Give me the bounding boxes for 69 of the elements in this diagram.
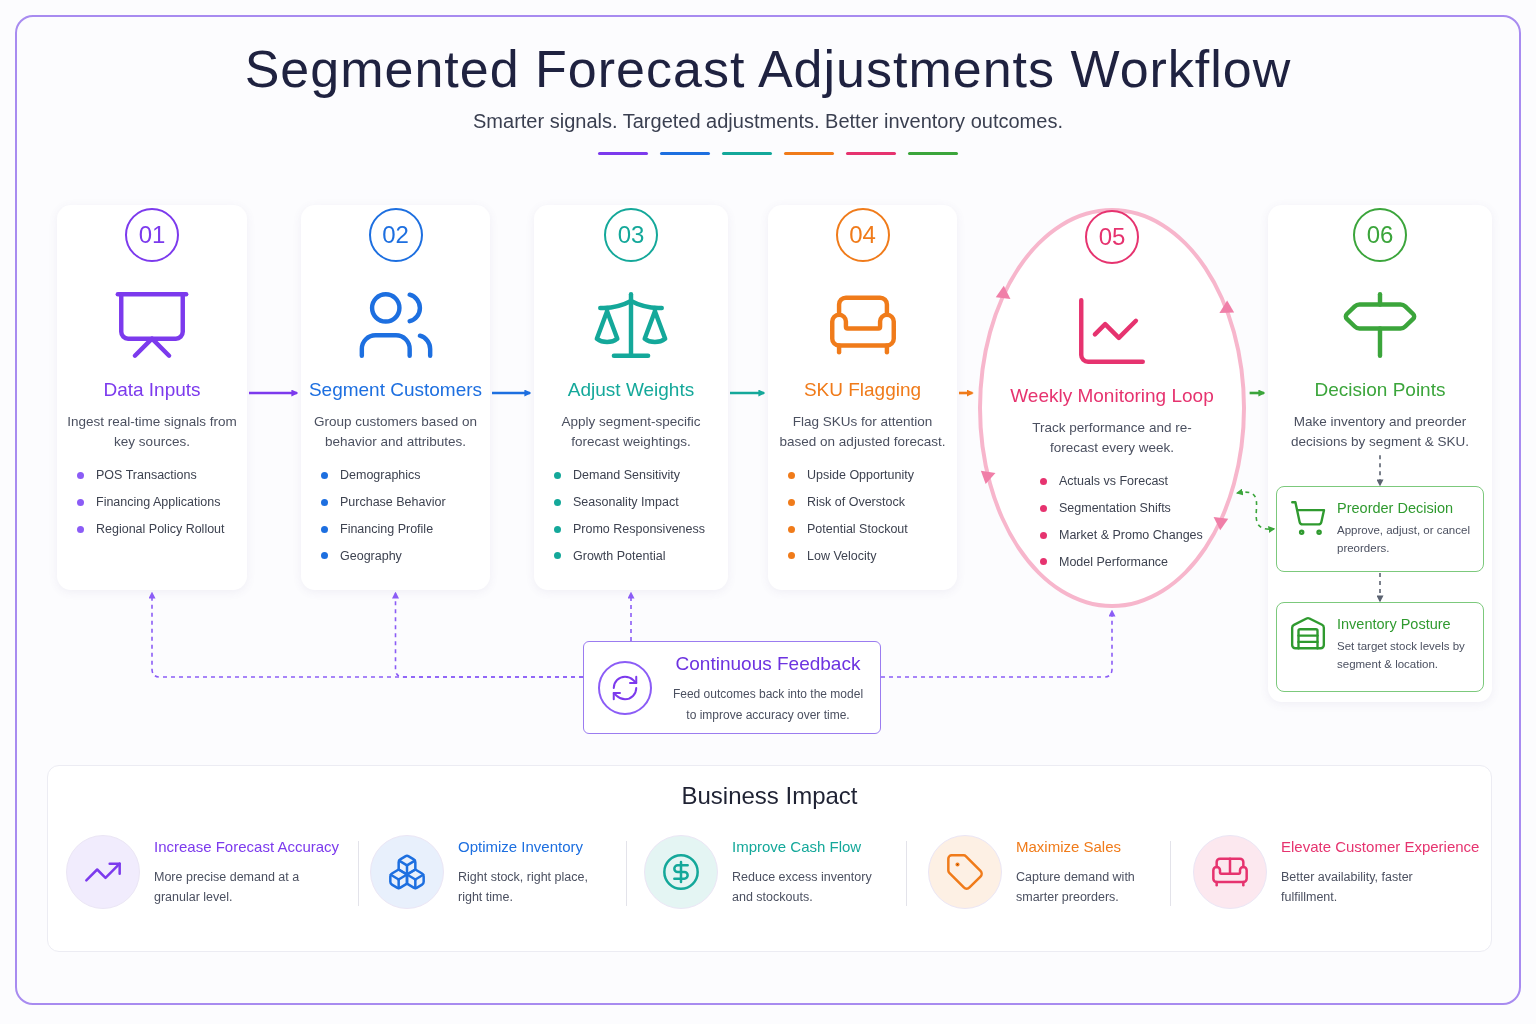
step-description: Group customers based on behavior and attributes. <box>313 412 478 451</box>
decision-title: Preorder Decision <box>1337 499 1455 518</box>
bullet-text: Demographics <box>340 467 421 485</box>
step-card <box>768 205 957 590</box>
step-description: Make inventory and preorder decisions by segment & SKU. <box>1290 412 1470 451</box>
impact-description: Reduce excess inventory and stockouts. <box>732 868 873 907</box>
bullet-text: Upside Opportunity <box>807 467 914 485</box>
subtitle: Smarter signals. Targeted adjustments. Better inventory outcomes. <box>472 109 1064 134</box>
feedback-title: Continuous Feedback <box>675 651 861 676</box>
impact-description: Right stock, right place, right time. <box>458 868 589 907</box>
arrow <box>730 389 766 397</box>
step-description: Flag SKUs for attention based on adjusted forecast. <box>778 412 947 451</box>
bullet-text: Seasonality Impact <box>573 494 679 511</box>
impact-title: Elevate Customer Experience <box>1281 838 1480 857</box>
bullet-text: Geography <box>340 547 402 565</box>
step-description: Apply segment-specific forecast weightings. <box>560 412 702 451</box>
step-title: SKU Flagging <box>802 378 923 402</box>
step-title: Segment Customers <box>307 378 484 402</box>
step-card <box>57 205 247 590</box>
feedback-description: Feed outcomes back into the model to improve accuracy over time. <box>671 686 865 724</box>
bullet-text: Potential Stockout <box>807 520 908 538</box>
decision-description: Approve, adjust, or cancel preorders. <box>1337 523 1471 556</box>
arrow <box>1249 389 1266 397</box>
bullet-text: Regional Policy Rollout <box>96 520 225 538</box>
decision-box <box>1276 602 1484 692</box>
bullet-text: Growth Potential <box>573 547 666 565</box>
bullet-text: Actuals vs Forecast <box>1059 473 1169 491</box>
step-card <box>534 205 728 590</box>
impact-title: Increase Forecast Accuracy <box>154 838 340 857</box>
bullet-text: Financing Applications <box>96 494 221 511</box>
bullet-text: Purchase Behavior <box>340 494 446 511</box>
bullet-text: Promo Responsiveness <box>573 520 705 538</box>
dashed-arrow <box>1376 572 1384 603</box>
impact-title: Optimize Inventory <box>458 838 585 857</box>
decision-title: Inventory Posture <box>1337 615 1452 634</box>
arrow <box>492 389 532 397</box>
impact-title: Maximize Sales <box>1016 838 1123 857</box>
decision-description: Set target stock levels by segment & location. <box>1337 639 1466 672</box>
bullet-text: Risk of Overstock <box>807 494 905 511</box>
dashed-arrow <box>392 591 584 678</box>
arrow <box>249 389 299 397</box>
dashed-arrow <box>1235 488 1276 533</box>
arrow <box>959 389 974 397</box>
step-description: Ingest real-time signals from key sources. <box>66 412 238 451</box>
bullet-text: Model Performance <box>1059 553 1169 571</box>
impact-title: Improve Cash Flow <box>732 838 863 857</box>
step-title: Data Inputs <box>102 378 202 402</box>
bullet-text: Financing Profile <box>340 520 434 538</box>
bullet-text: Segmentation Shifts <box>1059 500 1171 517</box>
step-title: Weekly Monitoring Loop <box>1009 384 1215 408</box>
impact-description: More precise demand at a granular level. <box>154 868 301 907</box>
bullet-text: POS Transactions <box>96 467 197 485</box>
dashed-arrow <box>627 591 635 642</box>
bullet-text: Low Velocity <box>807 547 877 565</box>
bullet-text: Market & Promo Changes <box>1059 526 1203 544</box>
step-title: Decision Points <box>1313 378 1447 402</box>
impact-description: Capture demand with smarter preorders. <box>1016 868 1136 907</box>
title: Segmented Forecast Adjustments Workflow <box>243 39 1293 100</box>
step-description: Track performance and re-forecast every week. <box>1031 418 1193 457</box>
impact-description: Better availability, faster fulfillment. <box>1281 868 1414 907</box>
bullet-text: Demand Sensitivity <box>573 467 680 485</box>
dashed-arrow <box>1376 454 1384 487</box>
panel-title: Business Impact <box>680 781 859 811</box>
impact-panel <box>47 765 1492 952</box>
step-card <box>301 205 490 590</box>
feedback-box <box>583 641 881 734</box>
decision-box <box>1276 486 1484 572</box>
step-title: Adjust Weights <box>566 378 696 402</box>
dashed-arrow <box>880 609 1116 678</box>
